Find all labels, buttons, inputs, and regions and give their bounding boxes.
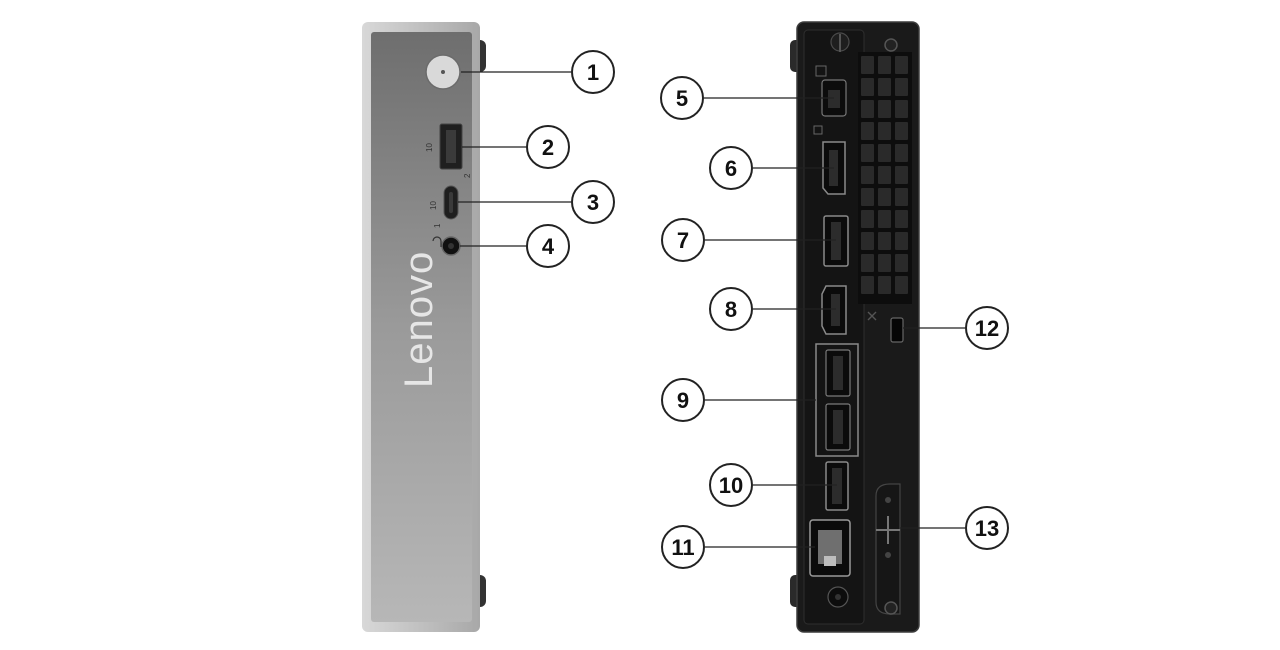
vent-slot (878, 188, 891, 206)
svg-text:5: 5 (676, 86, 688, 111)
vent-slot (878, 56, 891, 74)
vent-slot (895, 56, 908, 74)
vent-slot (861, 276, 874, 294)
vent-slot (861, 188, 874, 206)
rear-usb-a-10 (825, 461, 849, 511)
vent-slot (861, 56, 874, 74)
callout-6: 6 (709, 146, 753, 190)
hdmi-port (821, 285, 847, 335)
vent-slot (861, 122, 874, 140)
usb-a-speed-glyph: 10 (425, 143, 434, 152)
svg-text:13: 13 (975, 516, 999, 541)
svg-text:2: 2 (542, 135, 554, 160)
callout-5: 5 (660, 76, 704, 120)
svg-text:3: 3 (587, 190, 599, 215)
vent-slot (861, 78, 874, 96)
vent-slot (878, 78, 891, 96)
power-button (425, 54, 461, 90)
vent-slot (895, 188, 908, 206)
usb-c-index-glyph: 1 (433, 223, 442, 228)
vent-slot (895, 166, 908, 184)
vent-slot (878, 100, 891, 118)
vent-slot (895, 276, 908, 294)
svg-text:10: 10 (719, 473, 743, 498)
rear-bottom-jack (827, 586, 849, 608)
vent-slot (861, 100, 874, 118)
vent-slot (878, 144, 891, 162)
rear-usb-a-pair (815, 343, 859, 457)
front-usb-c-port: 10 1 (429, 185, 459, 228)
callout-8: 8 (709, 287, 753, 331)
svg-text:11: 11 (671, 535, 694, 560)
svg-text:7: 7 (677, 228, 689, 253)
vent-slot (895, 144, 908, 162)
callout-7: 7 (661, 218, 705, 262)
audio-jack (432, 236, 461, 256)
vent-slot (861, 144, 874, 162)
vent-slot (878, 254, 891, 272)
vent-slot (878, 276, 891, 294)
vent-slot (861, 210, 874, 228)
callout-11: 11 (661, 525, 705, 569)
callout-12: 12 (965, 306, 1009, 350)
vent-slot (861, 166, 874, 184)
vent-slot (895, 78, 908, 96)
rear-usb-a-7 (823, 215, 849, 267)
callout-9: 9 (661, 378, 705, 422)
brand-logo: Lenovo (397, 251, 441, 388)
svg-text:8: 8 (725, 297, 737, 322)
vent-slot (895, 210, 908, 228)
expansion-knockout (875, 483, 901, 615)
callout-lines (458, 71, 965, 548)
usb-c-speed-glyph: 10 (429, 201, 438, 210)
front-face (371, 32, 472, 622)
callout-10: 10 (709, 463, 753, 507)
rear-screw-bottom (884, 601, 898, 615)
vent-slot (895, 254, 908, 272)
rear-screw-top (884, 38, 898, 52)
svg-text:6: 6 (725, 156, 737, 181)
vent-slot (861, 232, 874, 250)
callout-badges: 1 2 3 4 5 6 7 8 (526, 50, 1009, 569)
vent-slot (878, 166, 891, 184)
front-usb-a-port: 10 2 (425, 123, 472, 178)
svg-text:9: 9 (677, 388, 689, 413)
callout-3: 3 (571, 180, 615, 224)
svg-text:1: 1 (587, 60, 599, 85)
callout-4: 4 (526, 224, 570, 268)
security-lock-slot (867, 311, 904, 343)
callout-13: 13 (965, 506, 1009, 550)
rear-view (790, 21, 920, 633)
vent-slot (895, 122, 908, 140)
rear-top-latch (830, 32, 850, 52)
vent-slot (895, 232, 908, 250)
vent-slot (878, 210, 891, 228)
vent-grid (858, 52, 912, 304)
ethernet-port (809, 519, 851, 577)
callout-2: 2 (526, 125, 570, 169)
svg-text:12: 12 (975, 316, 999, 341)
usb-a-index-glyph: 2 (463, 173, 472, 178)
vent-slot (878, 232, 891, 250)
svg-text:4: 4 (542, 234, 555, 259)
vent-slot (895, 100, 908, 118)
vent-slot (878, 122, 891, 140)
callout-1: 1 (571, 50, 615, 94)
vent-slot (861, 254, 874, 272)
front-view: 10 2 10 1 Lenovo (362, 22, 486, 632)
